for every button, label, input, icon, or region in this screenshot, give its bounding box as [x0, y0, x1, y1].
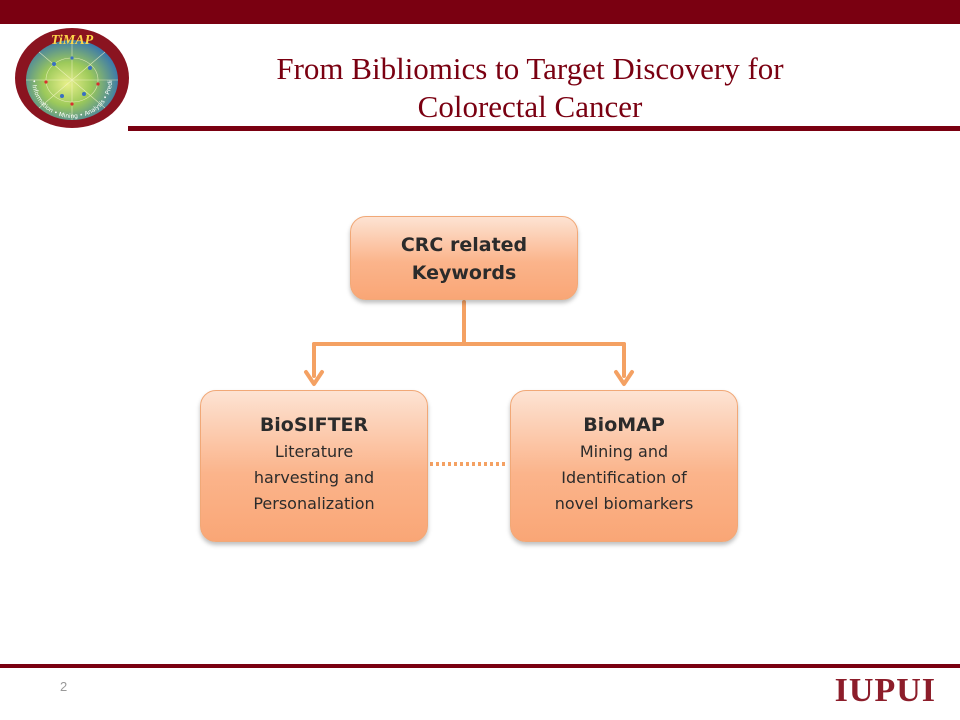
biomap-box: BioMAP Mining and Identification of nove… — [510, 390, 738, 542]
arrowhead-right — [614, 370, 634, 386]
page-number: 2 — [60, 679, 68, 694]
biosifter-box: BioSIFTER Literature harvesting and Pers… — [200, 390, 428, 542]
title-line-1: From Bibliomics to Target Discovery for — [276, 51, 784, 86]
footer-divider — [0, 664, 960, 668]
biosifter-line-2: harvesting and — [253, 468, 375, 487]
biomap-line-3: novel biomarkers — [554, 494, 694, 513]
biosifter-heading: BioSIFTER — [259, 414, 369, 436]
page-title: From Bibliomics to Target Discovery for … — [200, 50, 860, 126]
biosifter-line-3: Personalization — [253, 494, 375, 513]
crc-keywords-line-2: Keywords — [411, 262, 517, 284]
biosifter-line-1: Literature — [274, 442, 354, 461]
timap-logo: TiMAP Text • Information • Mining • Anal… — [12, 24, 129, 128]
title-line-2: Colorectal Cancer — [417, 89, 643, 124]
top-band — [0, 0, 960, 24]
biomap-line-2: Identification of — [561, 468, 687, 487]
header-divider — [128, 126, 960, 131]
biomap-heading: BioMAP — [583, 414, 665, 436]
crc-keywords-line-1: CRC related — [400, 234, 528, 256]
crc-keywords-box: CRC related Keywords — [350, 216, 578, 300]
arrowhead-left — [304, 370, 324, 386]
iupui-logo: IUPUI — [834, 672, 936, 709]
biomap-line-1: Mining and — [579, 442, 669, 461]
logo-name: TiMAP — [51, 33, 94, 48]
